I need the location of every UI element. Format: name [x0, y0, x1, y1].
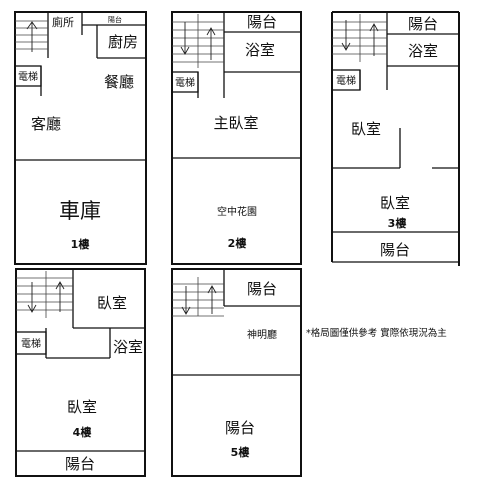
- floor-5-shrine-label: 神明廳: [247, 328, 277, 341]
- floor-4-balcony-label: 陽台: [65, 455, 95, 473]
- floor-2-stair-down-arrow: [180, 22, 190, 55]
- floor-5-balcony-main-label: 陽台: [225, 419, 255, 437]
- floor-4-stair-up-arrow: [55, 281, 65, 312]
- floor-3-stair-down-arrow: [341, 20, 351, 51]
- floor-3-plan: 陽台 浴室 電梯 臥室 臥室 3樓 陽台: [331, 11, 460, 266]
- floor-5-stair-down-arrow: [181, 286, 191, 315]
- floor-4-bedroom-top-label: 臥室: [97, 294, 127, 312]
- floor-1-garage-label: 車庫: [59, 199, 101, 223]
- floor-4-staircase: [16, 271, 73, 318]
- floor-1-living-label: 客廳: [31, 115, 61, 133]
- floor-1-restroom-label: 廁所: [52, 15, 74, 29]
- floor-3-balcony-bottom-label: 陽台: [380, 241, 410, 259]
- floor-2-staircase: [172, 14, 224, 68]
- floor-2-master-bedroom-label: 主臥室: [213, 114, 258, 132]
- floor-4-floor-label: 4樓: [73, 425, 92, 439]
- floor-2-floor-label: 2樓: [228, 236, 247, 250]
- floor-1-staircase: [15, 20, 48, 52]
- floor-5-stair-up-arrow: [207, 285, 217, 314]
- disclaimer-note: *格局圖僅供參考 實際依現況為主: [306, 327, 447, 339]
- floor-3-staircase: [332, 14, 387, 62]
- floor-1-plan: 廁所 陽台 廚房 電梯 餐廳 客廳 車庫 1樓: [14, 11, 147, 265]
- floor-3-bedroom-main-label: 臥室: [380, 194, 410, 212]
- floor-1-stair-up-arrow: [26, 21, 38, 52]
- floor-5-staircase: [172, 277, 224, 317]
- floor-4-elevator-box: [15, 331, 47, 355]
- floor-4-bedroom-main-label: 臥室: [67, 398, 97, 416]
- floor-4-bathroom-label: 浴室: [113, 338, 143, 356]
- floor-2-sky-garden-label: 空中花園: [217, 205, 257, 218]
- floor-1-floor-label: 1樓: [71, 237, 90, 251]
- floor-1-kitchen-label: 廚房: [108, 33, 138, 51]
- floor-2-elevator-label: 電梯: [175, 76, 195, 89]
- floor-3-balcony-top-label: 陽台: [408, 15, 438, 33]
- floor-1-elevator-label: 電梯: [18, 70, 38, 83]
- floor-3-stair-up-arrow: [369, 23, 379, 56]
- floor-3-floor-label: 3樓: [388, 216, 407, 230]
- floor-2-balcony-label: 陽台: [247, 13, 277, 31]
- floor-3-elevator-label: 電梯: [336, 74, 356, 87]
- floor-1-balcony-label: 陽台: [108, 15, 122, 24]
- floor-5-balcony-top-label: 陽台: [247, 280, 277, 298]
- floor-5-plan: 陽台 神明廳 陽台 5樓: [171, 268, 302, 477]
- floor-3-bathroom-label: 浴室: [408, 42, 438, 60]
- floor-1-dining-label: 餐廳: [104, 73, 134, 91]
- floor-3-bedroom-left-label: 臥室: [351, 120, 381, 138]
- floor-4-plan: 臥室 電梯 浴室 臥室 4樓 陽台: [15, 268, 146, 477]
- floor-2-stair-up-arrow: [206, 27, 216, 60]
- floor-4-stair-down-arrow: [27, 282, 37, 313]
- floor-4-elevator-label: 電梯: [21, 337, 41, 350]
- floor-5-floor-label: 5樓: [231, 445, 250, 459]
- floor-2-bathroom-label: 浴室: [245, 41, 275, 59]
- floor-2-plan: 陽台 浴室 電梯 主臥室 空中花園 2樓: [171, 11, 302, 265]
